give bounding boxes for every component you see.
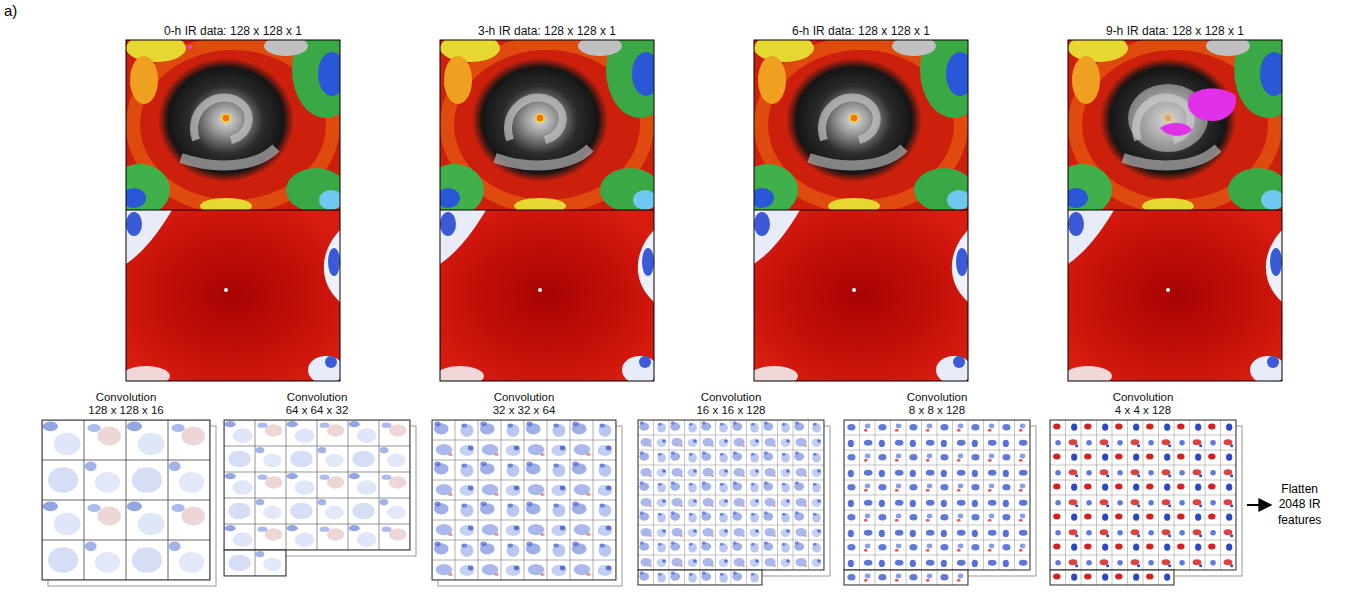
panel-title: Convolution [88,391,163,404]
image-frame [754,40,968,381]
panel-heading: Convolution128 x 128 x 16 [88,391,163,420]
feature-grid [638,570,762,585]
panel-heading: Convolution64 x 64 x 32 [286,391,349,420]
image-frame [754,210,968,211]
feature-grid [638,420,824,570]
panel-heading: Convolution16 x 16 x 128 [696,391,765,420]
panel-heading: 6-h IR data: 128 x 128 x 1 [792,24,930,40]
panel-title: Convolution [1113,391,1174,404]
ir-image [738,22,988,216]
ir-image [750,210,972,386]
tensor-size: 4 x 4 x 128 [1113,404,1174,417]
feature-map-grid: Convolution128 x 128 x 16 [42,420,210,580]
panel-heading: 3-h IR data: 128 x 128 x 1 [478,24,616,40]
panel-title: 9-h IR data: 128 x 128 x 1 [1106,24,1244,38]
panel-heading: 9-h IR data: 128 x 128 x 1 [1106,24,1244,40]
feature-map-grid: Convolution16 x 16 x 128 [638,420,824,585]
feature-grid [42,420,210,580]
feature-grid [432,420,616,580]
flow-arrow [1247,504,1271,506]
panel-title: Convolution [696,391,765,404]
image-frame [440,210,654,211]
tensor-size: 64 x 64 x 32 [286,404,349,417]
image-frame [1068,40,1282,381]
panel-letter: a) [4,2,17,20]
panel-title: 0-h IR data: 128 x 128 x 1 [164,24,302,38]
ir-image-panel: 0-h IR data: 128 x 128 x 1 [126,40,340,381]
feature-grid [224,550,286,576]
tensor-size: 32 x 32 x 64 [493,404,556,417]
ir-image [110,22,360,216]
feature-grid [1050,570,1174,585]
panel-title: 6-h IR data: 128 x 128 x 1 [792,24,930,38]
ir-image-panel: 3-h IR data: 128 x 128 x 1 [440,40,654,381]
output-note: Flatten 2048 IR features [1278,482,1321,529]
ir-image [424,22,674,216]
feature-map-grid: Convolution64 x 64 x 32 [224,420,410,576]
feature-grid [844,570,968,585]
ir-image-panel: 9-h IR data: 128 x 128 x 1 [1068,40,1282,381]
ir-highlight [1188,89,1236,121]
ir-highlight [188,45,192,49]
panel-title: Convolution [286,391,349,404]
panel-heading: 0-h IR data: 128 x 128 x 1 [164,24,302,40]
ir-highlight [1160,123,1192,136]
ir-image [436,210,658,386]
panel-heading: Convolution4 x 4 x 128 [1113,391,1174,420]
feature-grid [224,420,410,550]
tensor-size: 8 x 8 x 128 [907,404,968,417]
image-frame [126,210,340,211]
panel-heading: Convolution8 x 8 x 128 [907,391,968,420]
ir-image [1064,210,1286,386]
feature-map-grid: Convolution32 x 32 x 64 [432,420,616,580]
feature-grid [844,420,1030,570]
feature-map-grid: Convolution4 x 4 x 128 [1050,420,1236,585]
ir-image-panel: 6-h IR data: 128 x 128 x 1 [754,40,968,381]
tensor-size: 16 x 16 x 128 [696,404,765,417]
image-frame [126,40,340,381]
panel-title: 3-h IR data: 128 x 128 x 1 [478,24,616,38]
image-frame [1068,210,1282,211]
feature-grid [1050,420,1236,570]
ir-image [1052,22,1302,216]
panel-title: Convolution [907,391,968,404]
panel-heading: Convolution32 x 32 x 64 [493,391,556,420]
feature-map-grid: Convolution8 x 8 x 128 [844,420,1030,585]
ir-image [122,210,344,386]
tensor-size: 128 x 128 x 16 [88,404,163,417]
image-frame [440,40,654,381]
panel-title: Convolution [493,391,556,404]
